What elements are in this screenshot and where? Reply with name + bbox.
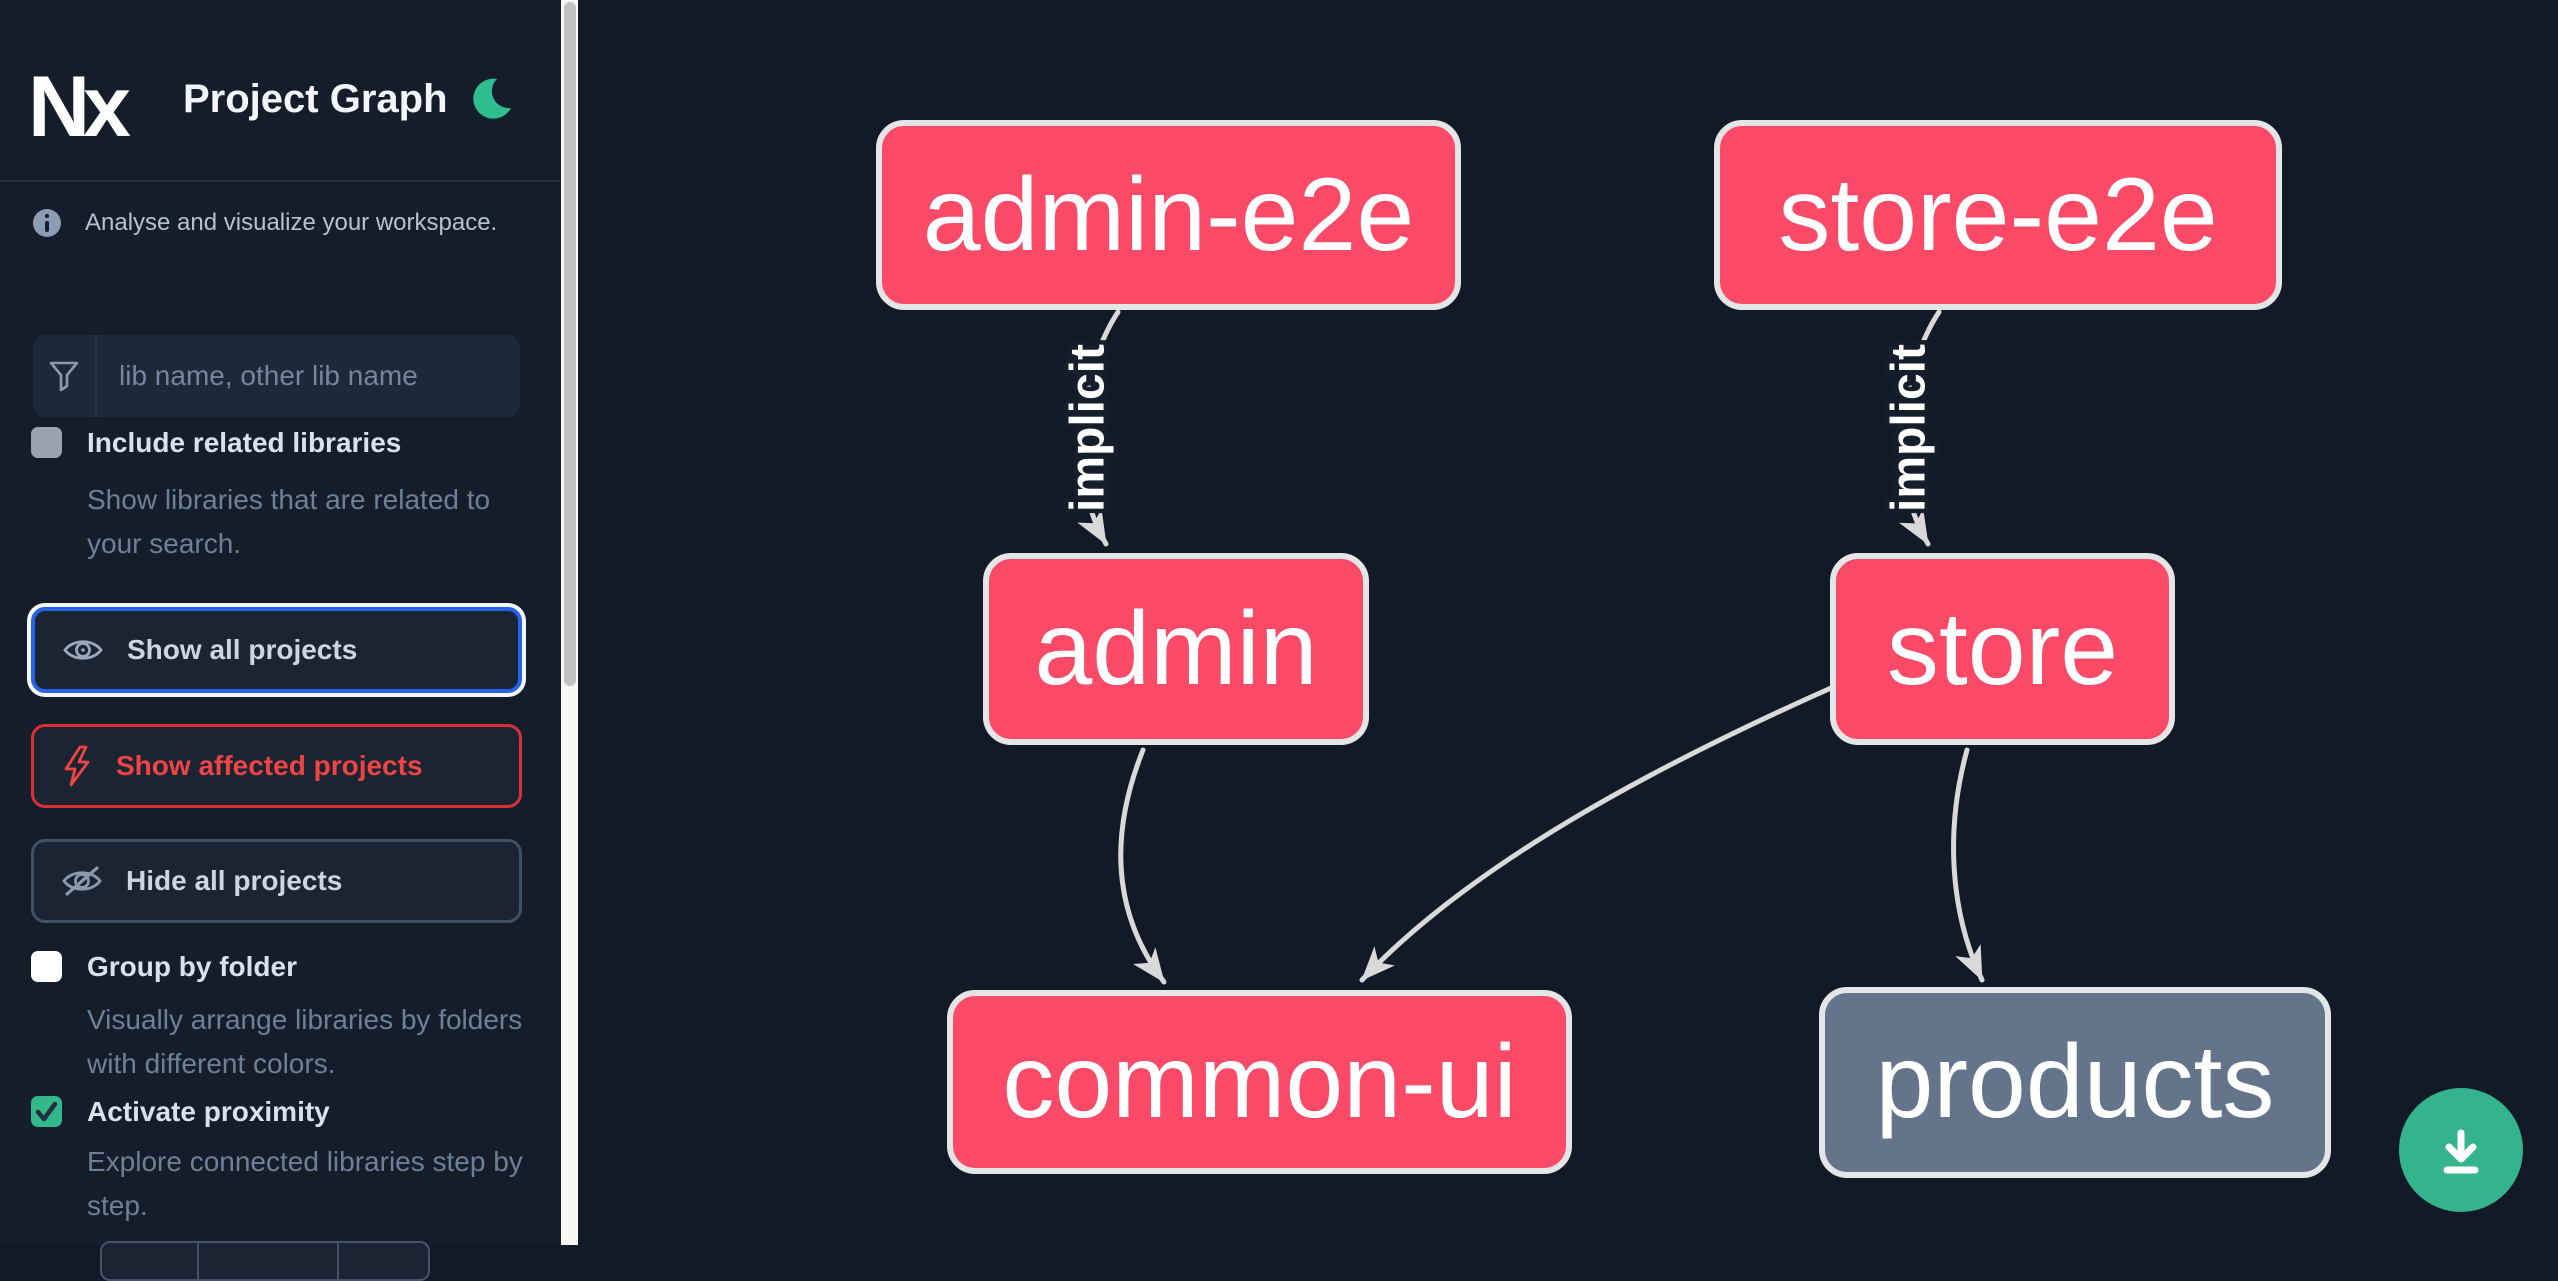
edge-store-to-products[interactable] bbox=[1951, 747, 1985, 983]
show-affected-projects-button[interactable]: Show affected projects bbox=[31, 724, 522, 808]
edge-label-implicit: implicit bbox=[1883, 344, 1936, 512]
hide-all-projects-button[interactable]: Hide all projects bbox=[31, 839, 522, 923]
moon-icon bbox=[473, 78, 511, 119]
checkbox-label: Include related libraries bbox=[87, 427, 402, 458]
edge-store-to-common-ui[interactable] bbox=[1359, 685, 1834, 983]
check-icon bbox=[35, 1101, 58, 1122]
graph-node-products[interactable]: products bbox=[1819, 987, 2331, 1178]
graph-node-admin-e2e[interactable]: admin-e2e bbox=[876, 120, 1461, 310]
workspace-tagline-row: Analyse and visualize your workspace. bbox=[33, 205, 533, 241]
sidebar: Nx Project Graph Analyse and visualize y… bbox=[0, 0, 561, 1281]
download-graph-button[interactable] bbox=[2399, 1088, 2523, 1212]
header-divider bbox=[0, 180, 561, 182]
download-icon bbox=[2443, 1129, 2479, 1174]
checkbox-label: Group by folder bbox=[87, 951, 297, 982]
checkbox-description: Explore connected libraries step by step… bbox=[87, 1146, 523, 1221]
activate-proximity-checkbox[interactable] bbox=[31, 1096, 62, 1127]
checkbox-description: Show libraries that are related to your … bbox=[87, 484, 491, 559]
page-title: Project Graph bbox=[183, 77, 448, 121]
search-input[interactable] bbox=[97, 335, 520, 417]
nx-logo: Nx bbox=[28, 59, 131, 155]
sidebar-scrollbar-thumb[interactable] bbox=[563, 2, 576, 686]
eye-icon bbox=[63, 640, 103, 660]
graph-edges-layer: implicit implicit bbox=[1057, 309, 1985, 985]
info-icon bbox=[33, 209, 61, 237]
lightning-icon bbox=[64, 745, 90, 787]
checkbox-description: Visually arrange libraries by folders wi… bbox=[87, 1004, 523, 1079]
checkbox-label: Activate proximity bbox=[87, 1096, 330, 1127]
button-label: Hide all projects bbox=[126, 865, 343, 896]
node-label: store bbox=[1886, 590, 2119, 707]
graph-node-common-ui[interactable]: common-ui bbox=[947, 990, 1572, 1174]
funnel-icon bbox=[33, 335, 97, 417]
button-label: Show affected projects bbox=[116, 750, 423, 781]
theme-toggle-button[interactable] bbox=[470, 76, 512, 122]
node-label: admin-e2e bbox=[922, 156, 1415, 273]
button-label: Show all projects bbox=[127, 634, 358, 665]
node-label: store-e2e bbox=[1778, 156, 2218, 273]
search-box bbox=[33, 335, 520, 417]
show-all-projects-button[interactable]: Show all projects bbox=[31, 607, 522, 693]
edge-admin-e2e-to-admin[interactable] bbox=[1077, 309, 1121, 547]
edge-store-e2e-to-store[interactable] bbox=[1899, 309, 1942, 547]
group-by-folder-checkbox[interactable] bbox=[31, 951, 62, 982]
graph-node-store[interactable]: store bbox=[1830, 553, 2175, 745]
project-graph-canvas[interactable]: implicit implicit admin-e2e store-e2e ad… bbox=[578, 0, 2558, 1245]
graph-node-admin[interactable]: admin bbox=[983, 553, 1369, 745]
node-label: common-ui bbox=[1002, 1023, 1517, 1140]
collapsed-segmented-control[interactable] bbox=[100, 1241, 430, 1281]
node-label: admin bbox=[1034, 590, 1318, 707]
tagline-text: Analyse and visualize your workspace. bbox=[85, 209, 498, 236]
graph-node-store-e2e[interactable]: store-e2e bbox=[1714, 120, 2282, 310]
include-related-libraries-checkbox[interactable] bbox=[31, 427, 62, 458]
sidebar-scrollbar-track[interactable] bbox=[561, 0, 578, 1245]
node-label: products bbox=[1875, 1024, 2275, 1140]
eye-off-icon bbox=[62, 866, 102, 896]
edge-admin-to-common-ui[interactable] bbox=[1118, 747, 1167, 985]
edge-label-implicit: implicit bbox=[1062, 344, 1115, 512]
